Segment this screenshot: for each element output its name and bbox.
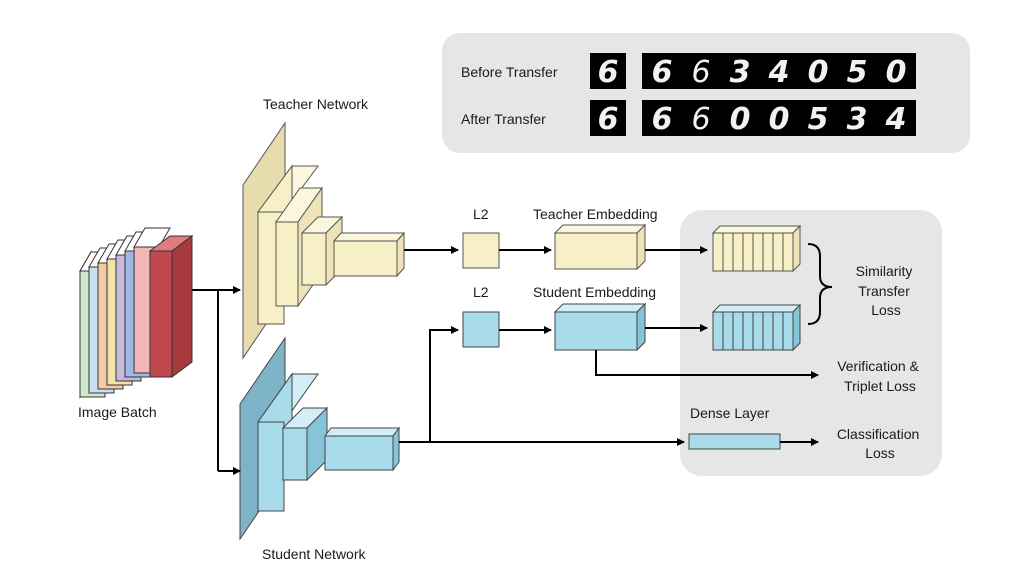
student-vector (711, 303, 802, 352)
before-digit-1: 6 (652, 55, 673, 90)
before-digit-3: 3 (730, 55, 751, 90)
before-digit-6: 5 (847, 55, 868, 90)
similarity-brace (807, 243, 833, 325)
teacher-embedding-box (553, 223, 647, 271)
before-digit-5: 0 (808, 55, 829, 90)
after-digit-5: 5 (808, 102, 829, 137)
similarity-transfer-loss-label: Similarity Transfer Loss (856, 263, 917, 318)
image-batch-label: Image Batch (78, 404, 157, 420)
teacher-vector (711, 224, 802, 273)
student-embedding-box (553, 302, 647, 352)
after-ranked-digits: 6 6 0 0 5 3 4 (642, 100, 916, 137)
teacher-network-label: Teacher Network (263, 96, 369, 112)
dense-layer-box (688, 433, 781, 450)
after-digit-1: 6 (652, 102, 673, 137)
student-embedding-label: Student Embedding (533, 284, 656, 300)
verification-triplet-loss-label: Verification & Triplet Loss (837, 358, 923, 394)
before-digit-4: 4 (768, 55, 790, 90)
l2-teacher-label: L2 (473, 206, 489, 222)
before-digit-2: 6 (691, 55, 710, 90)
batch-connectors (192, 286, 241, 475)
after-digit-6: 3 (847, 102, 868, 137)
loss-panel (680, 210, 942, 476)
student-network-label: Student Network (262, 546, 366, 562)
teacher-network (242, 121, 406, 360)
student-network (239, 336, 400, 541)
before-query-digit: 6 (590, 53, 626, 90)
l2-student-label: L2 (473, 284, 489, 300)
before-transfer-label: Before Transfer (461, 64, 558, 80)
l2-teacher-box (462, 232, 500, 269)
teacher-embedding-label: Teacher Embedding (533, 206, 658, 222)
student-embedding-to-verification-arrow (595, 350, 819, 379)
after-digit-7: 4 (885, 102, 907, 137)
before-digit-7: 0 (886, 55, 907, 90)
after-digit-3: 0 (730, 102, 751, 137)
after-transfer-label: After Transfer (461, 111, 546, 127)
image-batch (79, 227, 194, 399)
svg-text:6: 6 (598, 102, 619, 137)
student-to-l2-arrow (429, 326, 459, 442)
after-digit-2: 6 (691, 102, 710, 137)
classification-loss-label: Classification Loss (837, 426, 923, 461)
before-ranked-digits: 6 6 3 4 0 5 0 (642, 53, 916, 90)
svg-text:6: 6 (598, 55, 619, 90)
l2-student-box (462, 311, 500, 348)
dense-layer-label: Dense Layer (690, 405, 770, 421)
after-digit-4: 0 (769, 102, 790, 137)
after-query-digit: 6 (590, 100, 626, 137)
